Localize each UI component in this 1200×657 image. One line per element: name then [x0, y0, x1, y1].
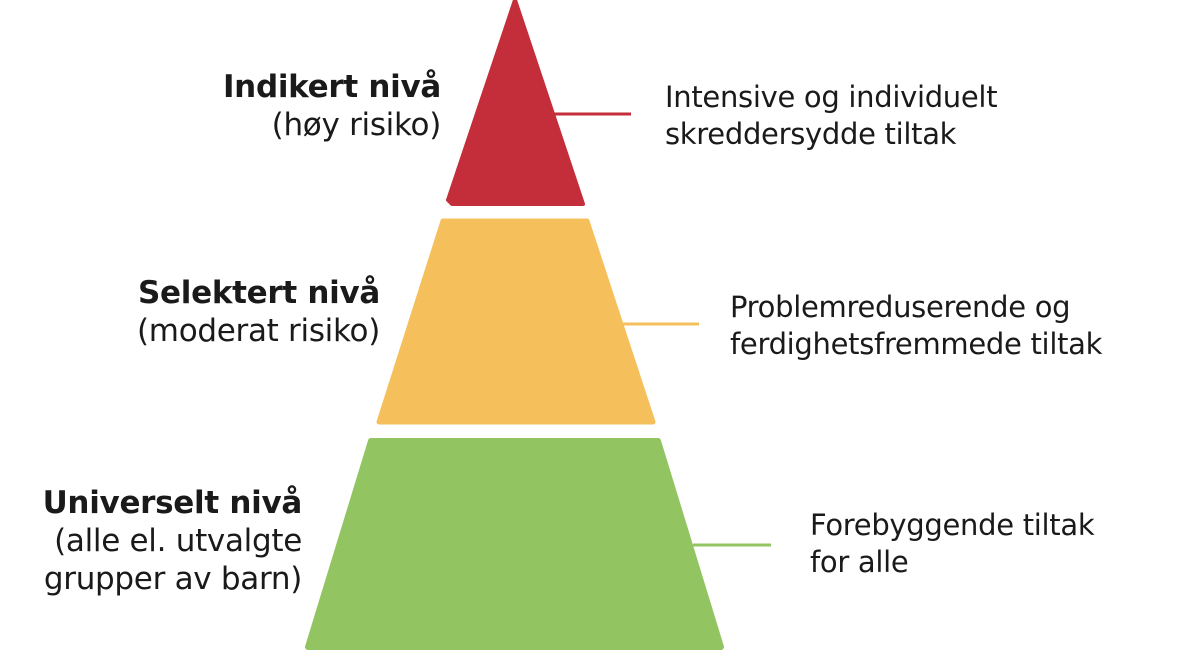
label-indicated-level: Indikert nivå (høy risiko)	[223, 68, 441, 144]
pyramid-top-indicated-level	[446, 0, 585, 206]
description-universal-level: Forebyggende tiltak for alle	[810, 507, 1095, 581]
label-universal-level: Universelt nivå (alle el. utvalgte grupp…	[42, 484, 303, 598]
description-line: for alle	[810, 545, 909, 579]
pyramid-middle-selected-level	[376, 218, 656, 425]
level-title: Selektert nivå	[138, 275, 380, 311]
description-line: Intensive og individuelt	[665, 80, 998, 114]
level-subtitle: (høy risiko)	[271, 107, 442, 143]
level-subtitle: (moderat risiko)	[137, 313, 380, 349]
description-line: Forebyggende tiltak	[810, 508, 1095, 542]
description-line: Problemreduserende og	[730, 290, 1071, 324]
level-subtitle: (alle el. utvalgte	[54, 523, 302, 559]
level-title: Indikert nivå	[222, 69, 441, 105]
label-selected-level: Selektert nivå (moderat risiko)	[137, 274, 380, 350]
description-indicated-level: Intensive og individuelt skreddersydde t…	[665, 79, 998, 153]
description-line: ferdighetsfremmede tiltak	[730, 327, 1103, 361]
level-title: Universelt nivå	[42, 485, 303, 521]
description-selected-level: Problemreduserende og ferdighetsfremmede…	[730, 289, 1102, 363]
level-subtitle: grupper av barn)	[43, 561, 302, 597]
description-line: skreddersydde tiltak	[665, 117, 957, 151]
pyramid-bottom-universal-level	[305, 438, 724, 650]
